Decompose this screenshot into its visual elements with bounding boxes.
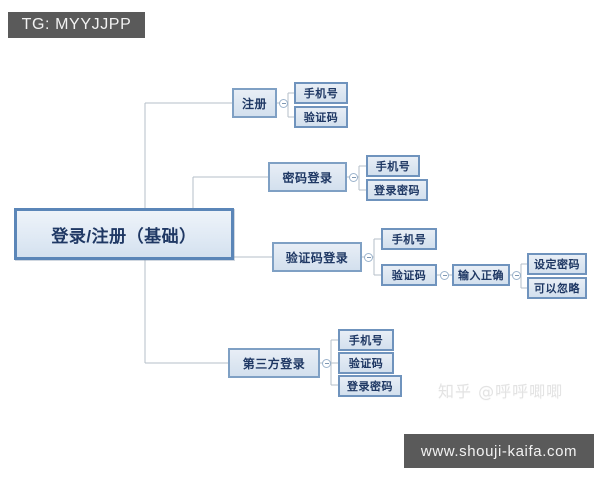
mindmap-node-register-code[interactable]: 验证码 — [294, 106, 348, 128]
mindmap-node-code-login[interactable]: 验证码登录 — [272, 242, 362, 272]
mindmap-node-password-login-password[interactable]: 登录密码 — [366, 179, 428, 201]
mindmap-root-label: 登录/注册（基础） — [51, 226, 197, 246]
mindmap-node-third-party-code-label: 验证码 — [348, 358, 384, 370]
mindmap-node-code-login-code-label: 验证码 — [391, 270, 427, 282]
mindmap-node-password-login[interactable]: 密码登录 — [268, 162, 347, 192]
mindmap-node-code-login-label: 验证码登录 — [285, 250, 349, 265]
zhihu-watermark: 知乎 @呼呼唧唧 — [438, 378, 563, 402]
minus-circle-icon-code-login[interactable] — [364, 253, 373, 262]
mindmap-node-third-party-password-label: 登录密码 — [347, 381, 393, 393]
mindmap-root-node[interactable]: 登录/注册（基础） — [14, 208, 234, 260]
mindmap-node-register[interactable]: 注册 — [232, 88, 277, 118]
zhihu-watermark-label: 知乎 @呼呼唧唧 — [438, 382, 564, 401]
minus-circle-icon-code-login-code[interactable] — [440, 271, 449, 280]
mindmap-node-code-login-phone[interactable]: 手机号 — [381, 228, 437, 250]
mindmap-node-can-ignore-label: 可以忽略 — [534, 283, 580, 295]
mindmap-node-register-phone[interactable]: 手机号 — [294, 82, 348, 104]
mindmap-node-password-login-label: 密码登录 — [282, 170, 333, 185]
mindmap-node-register-code-label: 验证码 — [303, 112, 339, 124]
mindmap-node-password-login-phone-label: 手机号 — [375, 161, 411, 173]
mindmap-node-password-login-phone[interactable]: 手机号 — [366, 155, 420, 177]
mindmap-node-register-phone-label: 手机号 — [303, 88, 339, 100]
mindmap-node-code-login-code[interactable]: 验证码 — [381, 264, 437, 286]
site-url-badge: www.shouji-kaifa.com — [404, 434, 594, 468]
mindmap-node-third-party-phone-label: 手机号 — [348, 335, 384, 347]
mindmap-node-third-party-password[interactable]: 登录密码 — [338, 375, 402, 397]
telegram-tag-label: TG: MYYJJPP — [21, 16, 132, 33]
minus-circle-icon-third-party-login[interactable] — [322, 359, 331, 368]
minus-circle-icon-register[interactable] — [279, 99, 288, 108]
mindmap-node-input-correct-label: 输入正确 — [458, 270, 504, 282]
telegram-tag-badge: TG: MYYJJPP — [8, 12, 145, 38]
mindmap-node-can-ignore[interactable]: 可以忽略 — [527, 277, 587, 299]
mindmap-node-password-login-password-label: 登录密码 — [374, 185, 420, 197]
mindmap-node-third-party-phone[interactable]: 手机号 — [338, 329, 394, 351]
mindmap-node-register-label: 注册 — [241, 96, 267, 111]
mindmap-node-input-correct[interactable]: 输入正确 — [452, 264, 510, 286]
mindmap-node-set-password[interactable]: 设定密码 — [527, 253, 587, 275]
mindmap-node-set-password-label: 设定密码 — [534, 259, 580, 271]
site-url-label: www.shouji-kaifa.com — [420, 442, 578, 460]
mindmap-node-third-party-code[interactable]: 验证码 — [338, 352, 394, 374]
mindmap-node-third-party-login[interactable]: 第三方登录 — [228, 348, 320, 378]
minus-circle-icon-input-correct[interactable] — [512, 271, 521, 280]
minus-circle-icon-password-login[interactable] — [349, 173, 358, 182]
mindmap-node-third-party-login-label: 第三方登录 — [242, 356, 306, 371]
mindmap-node-code-login-phone-label: 手机号 — [391, 234, 427, 246]
